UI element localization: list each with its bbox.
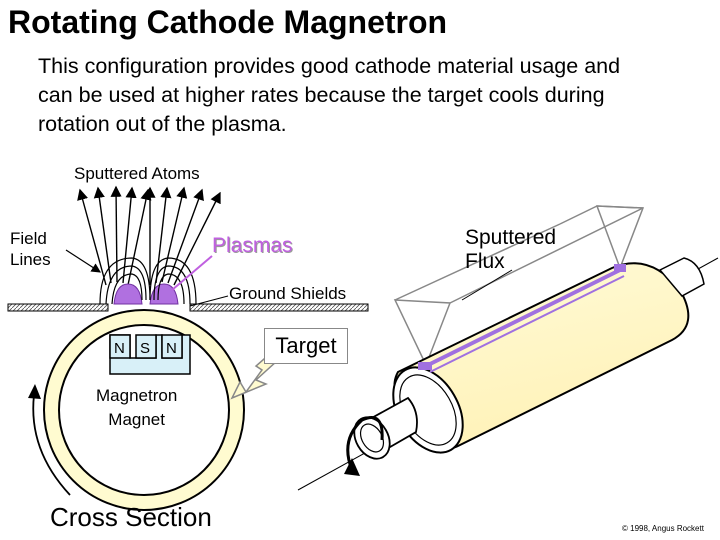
cylinder-plasma-strip <box>418 264 626 373</box>
plasmas-label: Plasmas <box>212 234 293 257</box>
sputtered-atom-rays <box>77 185 221 286</box>
description-line: can be used at higher rates because the … <box>38 83 605 107</box>
plasma-regions <box>113 283 179 305</box>
sputtered-flux-pointer <box>461 269 513 301</box>
sputtered-flux-label: Sputtered Flux <box>465 226 556 274</box>
sputtered-flux-label-line: Flux <box>465 250 505 273</box>
field-lines-label-line: Field <box>10 229 47 248</box>
sputtered-atoms-label: Sputtered Atoms <box>74 164 200 183</box>
cylinder-far-shaft <box>658 257 705 297</box>
plasmas-pointer <box>171 255 213 291</box>
magnetron-magnet <box>109 334 191 375</box>
magnet-n-right: N <box>166 340 177 357</box>
rotation-arrow-icon <box>32 394 71 496</box>
copyright-label: © 1998, Angus Rockett <box>622 524 704 533</box>
target-label: Target <box>264 328 348 364</box>
ground-shields-pointer <box>189 295 229 307</box>
field-lines-label: Field Lines <box>10 228 51 270</box>
magnet-n-left: N <box>114 340 125 357</box>
ground-shield-right <box>189 303 369 312</box>
magnetron-magnet-label-line: Magnetron <box>96 386 178 405</box>
magnetron-magnet-label-line: Magnet <box>108 410 165 429</box>
page-title: Rotating Cathode Magnetron <box>8 4 448 40</box>
shaft-rotation-arrow-icon <box>346 416 384 471</box>
field-lines <box>99 257 197 305</box>
magnet-s: S <box>140 340 150 357</box>
description: This configuration provides good cathode… <box>38 52 708 139</box>
sputtered-flux-label-line: Sputtered <box>465 226 557 249</box>
field-lines-pointer <box>65 249 102 273</box>
magnetron-magnet-label: Magnetron Magnet <box>96 384 178 432</box>
ground-shield-left <box>7 303 109 312</box>
description-line: This configuration provides good cathode… <box>38 54 621 78</box>
cross-section-label: Cross Section <box>50 502 212 532</box>
sputtered-flux-cones <box>393 205 645 367</box>
description-line: rotation out of the plasma. <box>38 112 287 136</box>
field-lines-label-line: Lines <box>10 250 51 269</box>
ground-shields-label: Ground Shields <box>229 284 347 303</box>
